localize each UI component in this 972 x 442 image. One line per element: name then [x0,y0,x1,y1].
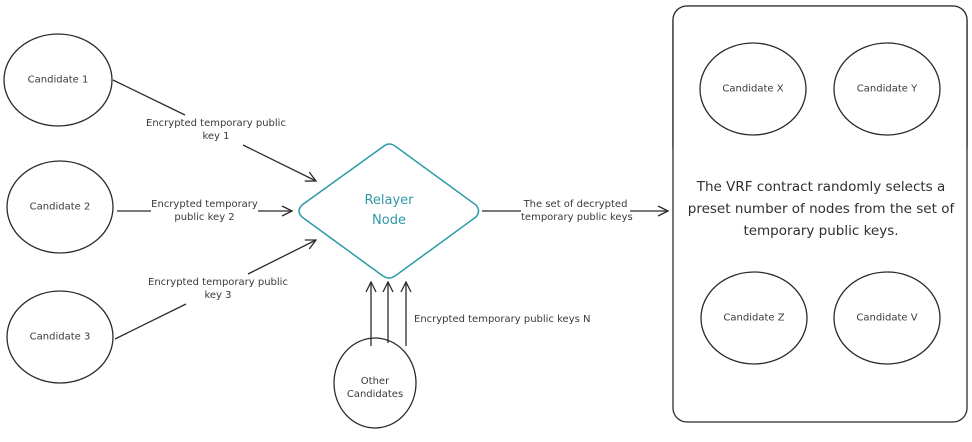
edge-key3-arrow [247,240,316,275]
edge-label-keyN: Encrypted temporary public keys N [414,313,591,326]
other-candidates-label: Other Candidates [347,375,403,401]
candidate-z-label: Candidate Z [723,312,785,324]
candidate-1-label: Candidate 1 [27,74,89,86]
candidate-3-node [6,290,114,384]
candidate-x-label: Candidate X [722,83,784,95]
candidate-z-node [700,271,808,365]
edge-label-key2-line2: public key 2 [174,212,235,223]
edge-label-decrypted-line1: The set of decrypted [523,199,628,210]
other-candidates-node [333,337,417,429]
edge-label-decrypted-line2: temporary public keys [521,212,633,223]
edge-label-key3: Encrypted temporary public key 3 [148,276,288,302]
candidate-2-node [6,160,114,254]
edge-label-key2-line1: Encrypted temporary [151,199,258,210]
candidate-3-label: Candidate 3 [29,331,91,343]
candidate-v-node [833,271,941,365]
edge-label-key2: Encrypted temporary public key 2 [151,198,258,224]
relayer-node-label: Relayer Node [364,191,413,231]
candidate-y-node [833,42,941,136]
candidate-x-node [699,42,807,136]
edge-label-key1-line1: Encrypted temporary public [146,118,286,129]
edge-label-key1-line2: key 1 [202,131,230,142]
edge-key1-arrow [242,144,316,181]
relayer-node-shape [298,143,480,279]
edge-label-decrypted: The set of decrypted temporary public ke… [521,198,633,224]
edge-candidate3-line [114,303,187,340]
vrf-description: The VRF contract randomly selects a pres… [687,179,955,239]
candidate-1-node [3,33,113,127]
edge-label-key3-line2: key 3 [204,290,232,301]
candidate-v-label: Candidate V [856,312,918,324]
other-candidates-line2: Candidates [346,389,404,400]
relayer-line1: Relayer [364,193,414,208]
relayer-line2: Node [372,213,406,228]
edge-label-key1: Encrypted temporary public key 1 [146,117,286,143]
other-candidates-line1: Other [360,376,390,387]
edge-label-key3-line1: Encrypted temporary public [148,277,288,288]
edge-candidate1-line [112,79,186,116]
candidate-2-label: Candidate 2 [29,201,91,213]
candidate-y-label: Candidate Y [856,83,918,95]
